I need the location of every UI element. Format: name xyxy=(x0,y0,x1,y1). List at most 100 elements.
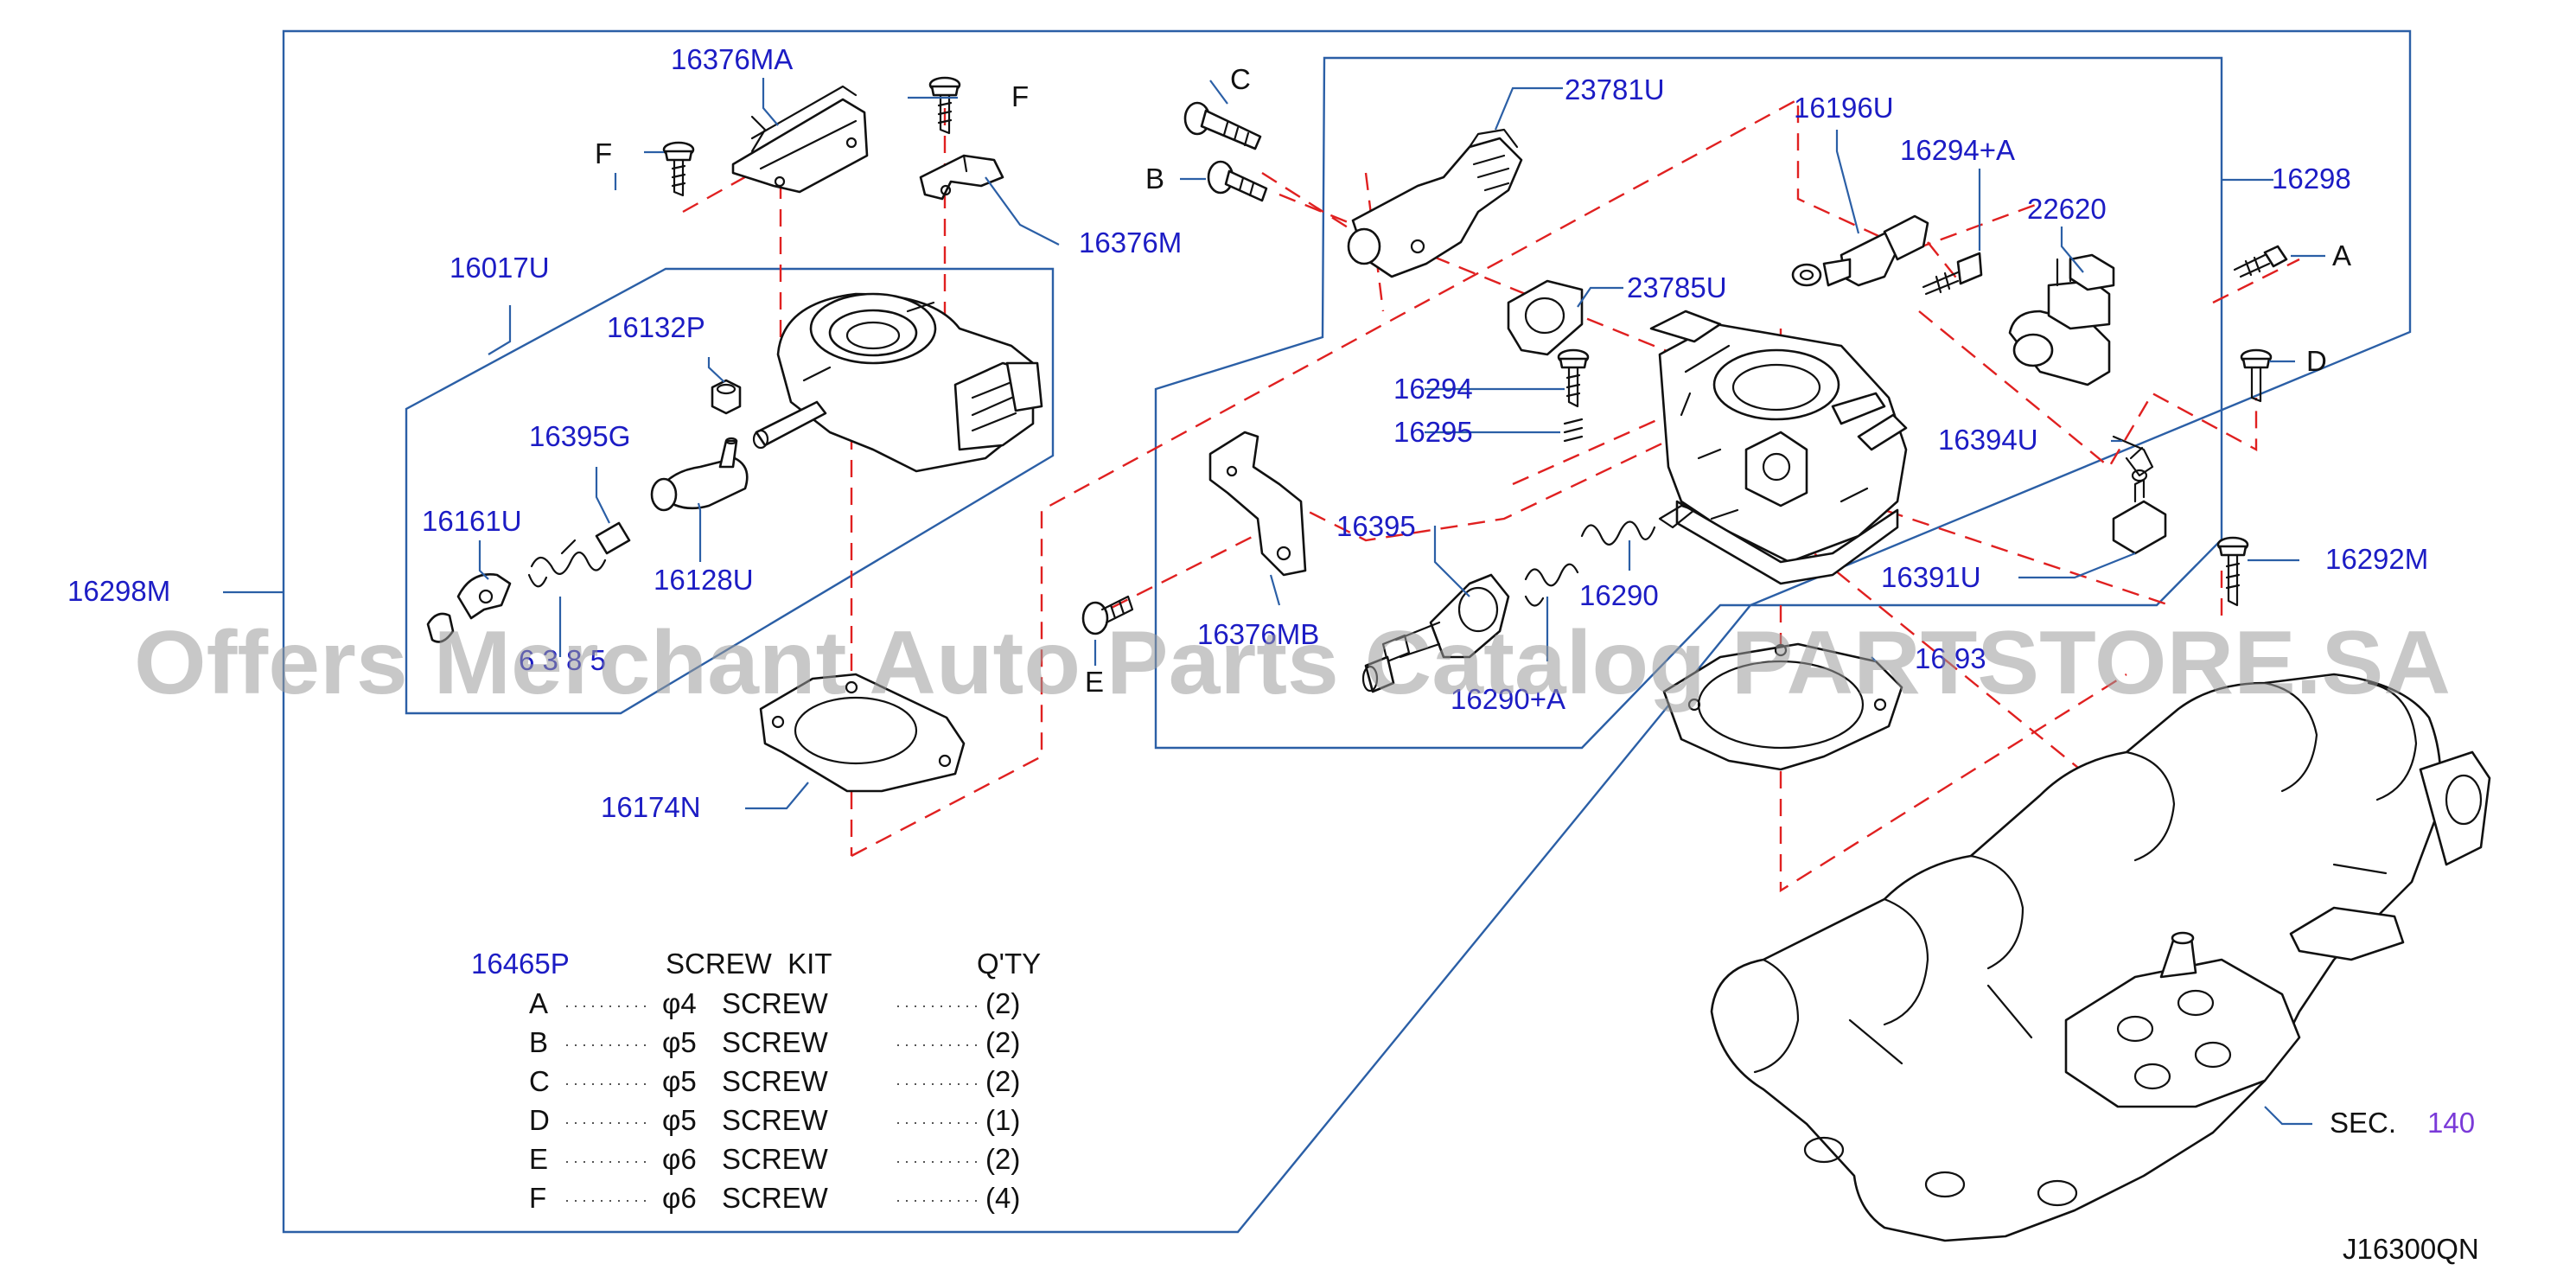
screw-letter-c[interactable]: C xyxy=(1230,63,1251,95)
label-16132p[interactable]: 16132P xyxy=(607,311,705,343)
label-16294[interactable]: 16294 xyxy=(1393,373,1473,405)
screw-kit-name: SCREW xyxy=(722,1026,829,1058)
screw-kit-size: φ5 xyxy=(662,1104,697,1136)
screw-kit-letter[interactable]: D xyxy=(529,1104,550,1136)
screw-letter-f-left[interactable]: F xyxy=(595,137,612,169)
screw-kit-size: φ5 xyxy=(662,1026,697,1058)
screw-e-drawing xyxy=(1081,595,1134,635)
frame-16017u xyxy=(405,267,1055,715)
screw-c-drawing xyxy=(1183,101,1262,150)
screw-letter-a[interactable]: A xyxy=(2332,239,2351,271)
screw-kit-qty: (2) xyxy=(985,1026,1020,1058)
screw-kit-letter[interactable]: A xyxy=(529,987,548,1019)
screw-letter-callouts: C B F F A D E xyxy=(595,63,2351,698)
gasket-23785u-drawing xyxy=(1507,279,1584,356)
screw-f-right-drawing xyxy=(928,76,961,135)
spring-drawing xyxy=(527,539,607,588)
screw-kit-size: φ6 xyxy=(662,1182,697,1214)
label-16294a[interactable]: 16294+A xyxy=(1900,134,2015,166)
label-partial-6385[interactable]: 6 3 8 5 xyxy=(519,644,606,676)
label-16376ma[interactable]: 16376MA xyxy=(671,43,793,75)
screw-kit-letter[interactable]: B xyxy=(529,1026,548,1058)
gasket-16174n-drawing xyxy=(759,673,966,793)
screw-kit-qty: (1) xyxy=(985,1104,1020,1136)
bracket-16376mb-drawing xyxy=(1208,431,1307,577)
idle-air-valve-23781u-drawing xyxy=(1347,128,1523,278)
label-16298[interactable]: 16298 xyxy=(2272,163,2351,195)
screw-16294-drawing xyxy=(1557,348,1590,408)
screw-kit-qty: (4) xyxy=(985,1182,1020,1214)
label-23785u[interactable]: 23785U xyxy=(1627,271,1727,303)
spring-16290a-drawing xyxy=(1524,563,1579,607)
screw-d-drawing xyxy=(2240,348,2273,403)
throttle-chamber-16017u-drawing xyxy=(752,292,1043,473)
watermark: Offers Merchant Auto Parts Catalog PARTS… xyxy=(134,613,2451,713)
label-16376mb[interactable]: 16376MB xyxy=(1197,618,1319,650)
diagram-code: J16300QN xyxy=(2343,1233,2479,1265)
screw-16294a-drawing xyxy=(1922,252,1983,296)
diaphragm-16395-drawing xyxy=(1381,573,1510,663)
sensor-16391u-drawing xyxy=(2112,469,2167,555)
screw-kit-letter[interactable]: E xyxy=(529,1143,548,1175)
label-16391u[interactable]: 16391U xyxy=(1881,561,1981,593)
throttle-sensor-22620-drawing xyxy=(2008,253,2115,386)
screw-a-drawing xyxy=(2233,245,2288,278)
screw-letter-b[interactable]: B xyxy=(1145,163,1164,195)
label-16298m[interactable]: 16298M xyxy=(67,575,170,607)
screw-kit-part-number[interactable]: 16465P xyxy=(471,948,570,980)
screw-b-drawing xyxy=(1207,160,1268,202)
screw-kit-qty: (2) xyxy=(985,987,1020,1019)
bushing-16395g-drawing xyxy=(595,521,631,555)
screw-kit-qty-header: Q'TY xyxy=(977,948,1041,980)
label-23781u[interactable]: 23781U xyxy=(1565,73,1665,105)
label-16395[interactable]: 16395 xyxy=(1336,510,1416,542)
nut-16132p-drawing xyxy=(711,379,742,415)
label-partial-16193[interactable]: 16 93 xyxy=(1915,642,1986,674)
label-16395g[interactable]: 16395G xyxy=(529,420,630,452)
screw-16292m-drawing xyxy=(2216,536,2249,607)
lever-16161u-drawing xyxy=(426,572,512,643)
label-16295[interactable]: 16295 xyxy=(1393,416,1473,448)
washer-16295-drawing xyxy=(1563,418,1584,443)
screw-kit-letter[interactable]: C xyxy=(529,1065,550,1097)
leader-lines xyxy=(223,78,2325,1126)
section-ref-label: SEC. xyxy=(2330,1107,2396,1139)
screw-kit-name: SCREW xyxy=(722,987,829,1019)
screw-letter-f-right[interactable]: F xyxy=(1011,80,1029,112)
label-16128u[interactable]: 16128U xyxy=(654,564,754,596)
screw-letter-e[interactable]: E xyxy=(1085,666,1104,698)
screw-kit-letter[interactable]: F xyxy=(529,1182,546,1214)
label-16161u[interactable]: 16161U xyxy=(422,505,522,537)
label-22620[interactable]: 22620 xyxy=(2027,193,2107,225)
screw-kit-name: SCREW xyxy=(722,1104,829,1136)
screw-kit-qty: (2) xyxy=(985,1143,1020,1175)
label-16174n[interactable]: 16174N xyxy=(601,791,701,823)
label-16394u[interactable]: 16394U xyxy=(1938,424,2038,456)
bracket-16376ma-drawing xyxy=(731,85,869,194)
label-16292m[interactable]: 16292M xyxy=(2325,543,2428,575)
section-ref-number[interactable]: 140 xyxy=(2427,1107,2475,1139)
label-16017u[interactable]: 16017U xyxy=(450,252,550,284)
screw-kit-name: SCREW xyxy=(722,1065,829,1097)
label-16376m[interactable]: 16376M xyxy=(1079,227,1182,259)
part-labels: 16376MA 16376M 16017U 16132P 16395G 1616… xyxy=(67,43,2428,823)
gasket-16193-drawing xyxy=(1662,642,1903,771)
screw-f-left-drawing xyxy=(662,141,695,197)
screw-kit-size: φ4 xyxy=(662,987,697,1019)
throttle-body-16298-drawing xyxy=(1649,310,1908,585)
label-16196u[interactable]: 16196U xyxy=(1794,92,1894,124)
label-16290a[interactable]: 16290+A xyxy=(1451,683,1565,715)
clip-16394u-drawing xyxy=(2112,435,2154,477)
screw-letter-d[interactable]: D xyxy=(2306,345,2327,377)
screw-kit-name: SCREW xyxy=(722,1143,829,1175)
label-16290[interactable]: 16290 xyxy=(1579,579,1659,611)
